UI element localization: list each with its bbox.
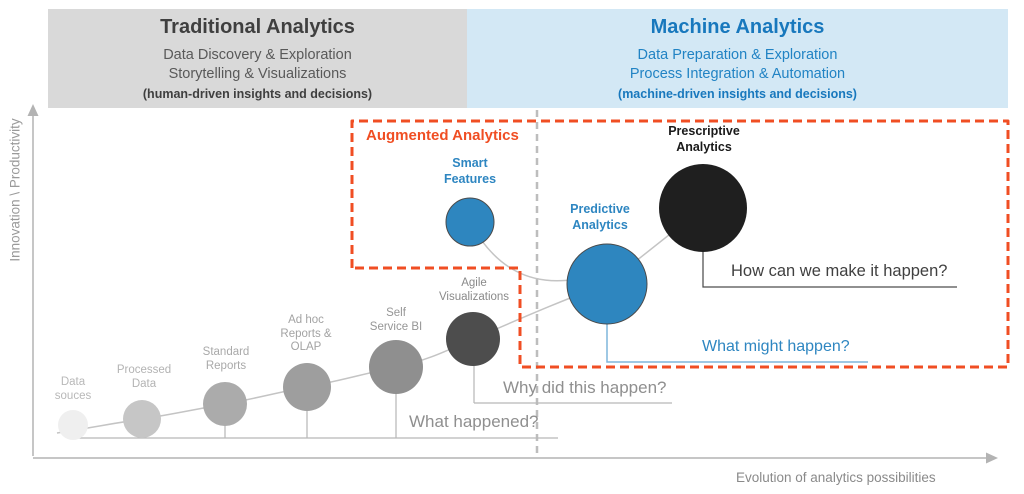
- label-smart-features: Smart Features: [443, 156, 497, 186]
- traditional-note: (human-driven insights and decisions): [142, 86, 373, 101]
- bubble-prescriptive-analytics: [659, 164, 747, 252]
- question-what-happened: What happened?: [409, 412, 539, 431]
- question-what-might-happen: What might happen?: [702, 338, 850, 355]
- label-self-service-bi: Self Service BI: [369, 307, 423, 333]
- bubble-data-sources: [58, 410, 88, 440]
- label-data-sources: Data souces: [54, 376, 92, 402]
- bubble-smart-features: [445, 197, 495, 247]
- x-axis-arrow-icon: [986, 452, 998, 464]
- bubble-standard-reports: [203, 382, 247, 426]
- machine-title: Machine Analytics: [650, 15, 825, 38]
- label-processed-data: Processed Data: [116, 364, 172, 390]
- y-axis-arrow-icon: [27, 104, 39, 116]
- label-adhoc-reports-olap: Ad hoc Reports & OLAP: [280, 314, 332, 353]
- machine-note: (machine-driven insights and decisions): [618, 86, 857, 101]
- augmented-analytics-label: Augmented Analytics: [366, 127, 519, 144]
- machine-line1: Data Preparation & Exploration: [637, 46, 838, 63]
- augmented-analytics-box: [350, 119, 1010, 369]
- bubble-adhoc-reports-olap: [283, 363, 331, 411]
- traditional-line2: Storytelling & Visualizations: [168, 66, 347, 83]
- label-agile-visualizations: Agile Visualizations: [438, 277, 510, 303]
- machine-line2: Process Integration & Automation: [629, 66, 846, 83]
- question-how-can-we-make-it-happen: How can we make it happen?: [731, 262, 948, 280]
- label-prescriptive-analytics: Prescriptive Analytics: [668, 124, 740, 154]
- x-axis-label: Evolution of analytics possibilities: [736, 470, 936, 485]
- machine-analytics-header: Machine Analytics Data Preparation & Exp…: [467, 9, 1008, 108]
- question-why-did-this-happen: Why did this happen?: [503, 378, 667, 397]
- label-standard-reports: Standard Reports: [202, 346, 250, 372]
- bubble-processed-data: [123, 400, 161, 438]
- traditional-line1: Data Discovery & Exploration: [163, 46, 352, 63]
- y-axis-label: Innovation \ Productivity: [7, 118, 23, 262]
- bubble-agile-visualizations: [446, 312, 500, 366]
- label-predictive-analytics: Predictive Analytics: [570, 202, 630, 232]
- bubble-self-service-bi: [369, 340, 423, 394]
- traditional-analytics-header: Traditional Analytics Data Discovery & E…: [48, 9, 467, 108]
- bubble-predictive-analytics: [566, 243, 648, 325]
- traditional-title: Traditional Analytics: [160, 15, 355, 38]
